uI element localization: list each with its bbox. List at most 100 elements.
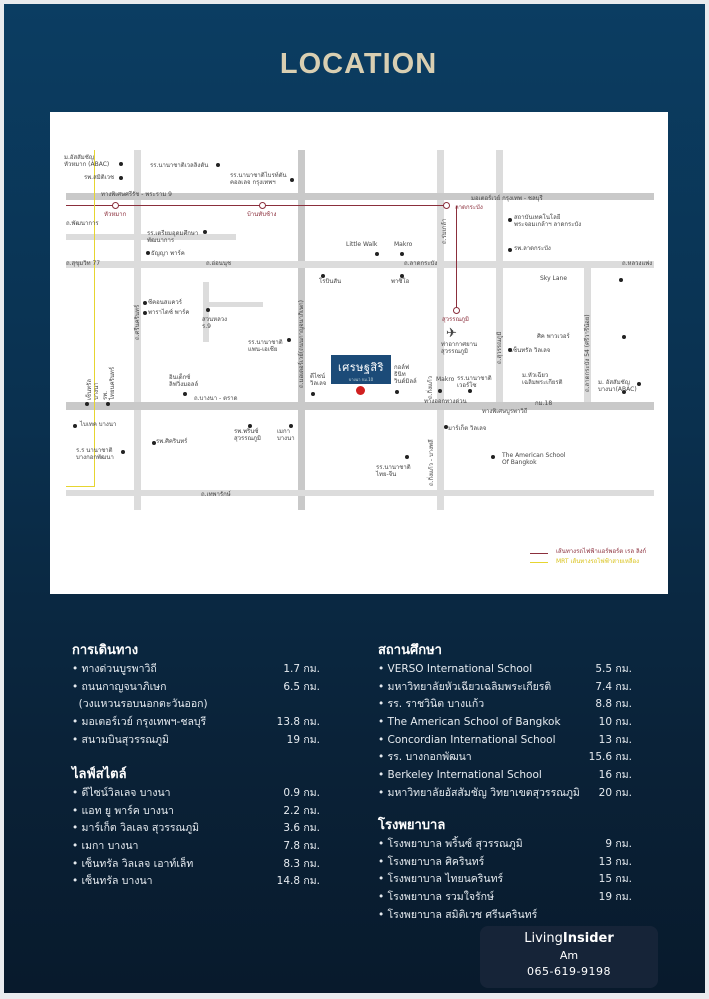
map-label: ถ.กิ่งแก้ว - บางพลี bbox=[428, 439, 435, 486]
place-name: • เมกา บางนา bbox=[72, 840, 139, 853]
map-label: เซ็นทรัล บางนา bbox=[86, 378, 100, 400]
poi-dot-icon bbox=[106, 402, 110, 406]
poi-dot-icon bbox=[311, 392, 315, 396]
map-label: ร.ร นานาชาติ บางกอกพัฒนา bbox=[76, 447, 114, 461]
distance: 1.7 กม. bbox=[283, 663, 320, 675]
distance: 6.5 กม. bbox=[283, 680, 320, 693]
map-label: ถ.สุวรรณภูมิ bbox=[496, 331, 503, 365]
station-banthapchang-icon bbox=[259, 202, 266, 209]
map-label: สวนหลวง ร.9 bbox=[202, 316, 228, 330]
watermark-card: LivingInsider Am 065-619-9198 bbox=[480, 926, 658, 988]
poi-dot-icon bbox=[146, 251, 150, 255]
distance: 8.3 กม. bbox=[283, 857, 320, 870]
map-label: พาซิโอ bbox=[391, 278, 410, 285]
place-name: • รร. ราชวินิต บางแก้ว bbox=[378, 698, 485, 711]
map-label: Little Walk bbox=[346, 241, 378, 248]
distance: 13.8 กม. bbox=[276, 716, 320, 729]
road-latkrabang54 bbox=[584, 262, 591, 402]
distance: 13 กม. bbox=[598, 855, 632, 868]
poi-dot-icon bbox=[287, 338, 291, 342]
distance: 15 กม. bbox=[598, 873, 632, 886]
list-item: (วงแหวนรอบนอกตะวันออก) bbox=[72, 696, 320, 714]
list-item: • โรงพยาบาล สมิติเวช ศรีนครินทร์ bbox=[378, 907, 632, 925]
poi-dot-icon bbox=[152, 441, 156, 445]
road-sukhumvit77 bbox=[66, 261, 654, 268]
section-3: โรงพยาบาล• โรงพยาบาล พริ้นซ์ สุวรรณภูมิ9… bbox=[378, 816, 632, 924]
list-item: • โรงพยาบาล พริ้นซ์ สุวรรณภูมิ9 กม. bbox=[378, 836, 632, 854]
place-name: • โรงพยาบาล สมิติเวช ศรีนครินทร์ bbox=[378, 908, 538, 921]
living-insider-logo: LivingInsider bbox=[524, 931, 614, 946]
map-label: รพ.ลาดกระบัง bbox=[514, 245, 551, 252]
map-label: ธัญญา พาร์ค bbox=[151, 250, 185, 257]
page-title: LOCATION bbox=[279, 48, 438, 80]
map-label: ท่าอากาศยาน สุวรรณภูมิ bbox=[441, 341, 478, 355]
place-name: • สนามบินสุวรรณภูมิ bbox=[72, 733, 169, 746]
road-minor bbox=[203, 282, 209, 342]
poi-dot-icon bbox=[183, 392, 187, 396]
map-label: เมกา บางนา bbox=[277, 428, 295, 442]
poi-dot-icon bbox=[290, 178, 294, 182]
location-page: LOCATION ✈ เศรษฐสิริ บางนา กม.10 ม.อัสสั… bbox=[4, 4, 705, 993]
poi-dot-icon bbox=[216, 163, 220, 167]
poi-dot-icon bbox=[405, 455, 409, 459]
distance: 7.4 กม. bbox=[595, 680, 632, 693]
map-label: รร.เตรียมอุดมศึกษา พัฒนาการ bbox=[147, 230, 199, 244]
map-label: หัวหมาก bbox=[104, 211, 127, 218]
place-name: • โรงพยาบาล รวมใจรักษ์ bbox=[378, 891, 494, 904]
poi-dot-icon bbox=[619, 278, 623, 282]
list-item: • โรงพยาบาล ศิครินทร์ 13 กม. bbox=[378, 854, 632, 872]
poi-dot-icon bbox=[289, 424, 293, 428]
map-label: ถ.ลาดกระบัง 54 (ศรีวารีน้อย) bbox=[584, 314, 591, 392]
place-name: • โรงพยาบาล ศิครินทร์ bbox=[378, 855, 485, 868]
map-label: โรบินสัน bbox=[319, 278, 342, 285]
map-label: เซ็นทรัล วิลเลจ bbox=[511, 347, 551, 354]
poi-dot-icon bbox=[248, 424, 252, 428]
map-label: ถ.หลวงแพ่ง bbox=[622, 260, 653, 267]
road-kingkaew bbox=[437, 150, 444, 510]
map-label: Makro bbox=[436, 376, 455, 383]
logo-sub: บางนา กม.10 bbox=[348, 377, 374, 382]
distance: 2.2 กม. bbox=[283, 804, 320, 817]
poi-dot-icon bbox=[321, 274, 325, 278]
list-item: • มหาวิทยาลัยหัวเฉียวเฉลิมพระเกียรติ7.4 … bbox=[378, 679, 632, 697]
place-name: • โรงพยาบาล พริ้นซ์ สุวรรณภูมิ bbox=[378, 838, 523, 850]
agent-phone[interactable]: 065-619-9198 bbox=[527, 965, 611, 978]
map-label: ศิค พาวเวอร์ bbox=[537, 333, 570, 340]
place-name: • VERSO International School bbox=[378, 663, 533, 675]
map-label: MRT เส้นทางรถไฟฟ้าสายเหลือง bbox=[556, 558, 640, 565]
map-label: ม. อัสสัมชัญ บางนา(ABAC) bbox=[598, 379, 637, 393]
map-label: ทางออกทางด่วน bbox=[424, 398, 467, 405]
place-name: • The American School of Bangkok bbox=[378, 716, 561, 729]
map-label: Sky Lane bbox=[540, 275, 568, 282]
station-huamak-icon bbox=[112, 202, 119, 209]
place-name: • ดีไซน์วิลเลจ บางนา bbox=[72, 787, 171, 799]
poi-dot-icon bbox=[119, 176, 123, 180]
place-name: • เซ็นทรัล วิลเลจ เอาท์เล็ท bbox=[72, 857, 194, 870]
distance: 15.6 กม. bbox=[588, 751, 632, 764]
place-name: (วงแหวนรอบนอกตะวันออก) bbox=[72, 698, 208, 711]
poi-dot-icon bbox=[444, 425, 448, 429]
map-label: The American School Of Bangkok bbox=[502, 452, 566, 466]
map-label: ทางพิเศษบูรพาวิถี bbox=[482, 408, 528, 415]
map-label: อินเด็กซ์ ลิฟวิ่งมอลล์ bbox=[169, 374, 199, 388]
poi-dot-icon bbox=[622, 390, 626, 394]
poi-dot-icon bbox=[468, 389, 472, 393]
poi-dot-icon bbox=[143, 301, 147, 305]
map-label: ถ.อ่อนนุช bbox=[206, 260, 232, 267]
map-label: รร.นานาชาติ ไทย-จีน bbox=[376, 464, 411, 478]
place-name: • เซ็นทรัล บางนา bbox=[72, 875, 153, 888]
airport-rail-link-line bbox=[456, 206, 457, 310]
distance: 19 กม. bbox=[286, 733, 320, 746]
road-motorway bbox=[66, 193, 654, 200]
distance: 10 กม. bbox=[598, 716, 632, 729]
mrt-yellow-line bbox=[66, 486, 95, 487]
place-name: • โรงพยาบาล ไทยนครินทร์ bbox=[378, 873, 504, 886]
section-heading: ไลฟ์สไตล์ bbox=[72, 767, 127, 782]
map-label: ถ.พัฒนาการ bbox=[66, 220, 99, 227]
poi-dot-icon bbox=[85, 402, 89, 406]
